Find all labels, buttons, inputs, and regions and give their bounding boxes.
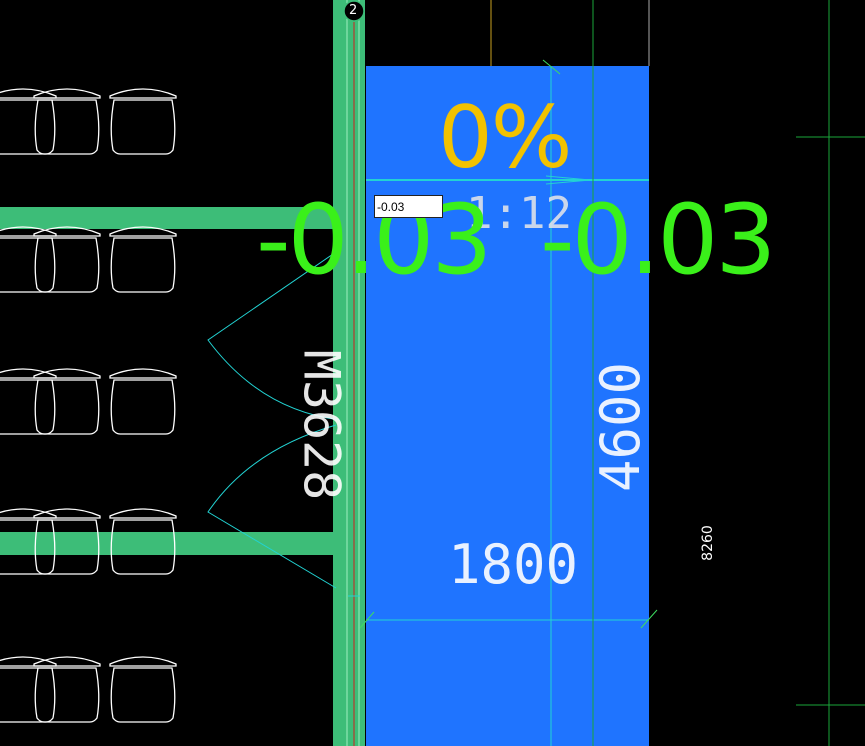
chair-icon	[109, 368, 177, 435]
grid-bubble-icon[interactable]	[343, 0, 365, 22]
chair-icon	[109, 226, 177, 293]
seating-area	[0, 88, 177, 723]
dim-tick	[359, 611, 375, 629]
dimension-length-label: 4600	[589, 361, 653, 493]
elevation-label-left: -0.03	[256, 184, 492, 296]
wall-strip	[333, 0, 365, 746]
door-tag-label: M3628	[292, 349, 351, 501]
chair-icon	[0, 226, 57, 293]
chair-icon	[33, 88, 101, 155]
wall-stub-lower	[0, 532, 336, 555]
grade-label: 0%	[438, 88, 572, 188]
elevation-edit-input[interactable]	[374, 195, 443, 218]
dimension-width-label: 1800	[448, 533, 579, 596]
chair-icon	[33, 508, 101, 575]
chair-icon	[109, 508, 177, 575]
wall-stub-upper	[0, 207, 336, 229]
chair-icon	[33, 656, 101, 723]
dim-tick	[542, 59, 561, 75]
chair-icon	[109, 88, 177, 155]
dim-tick	[640, 609, 658, 629]
arrow-icon	[545, 175, 591, 185]
door-swing-lower	[207, 424, 337, 589]
chair-icon	[109, 656, 177, 723]
chair-icon	[33, 226, 101, 293]
dimension-overall-label: 8260	[699, 525, 716, 561]
grid-bubble-label: 2	[349, 3, 358, 18]
chair-icon	[0, 88, 57, 155]
chair-icon	[33, 368, 101, 435]
chair-icon	[0, 656, 57, 723]
door-swing-upper	[207, 251, 341, 421]
slope-label: 1:12	[466, 188, 572, 239]
elevation-label-right: -0.03	[540, 184, 776, 296]
chair-icon	[0, 368, 57, 435]
